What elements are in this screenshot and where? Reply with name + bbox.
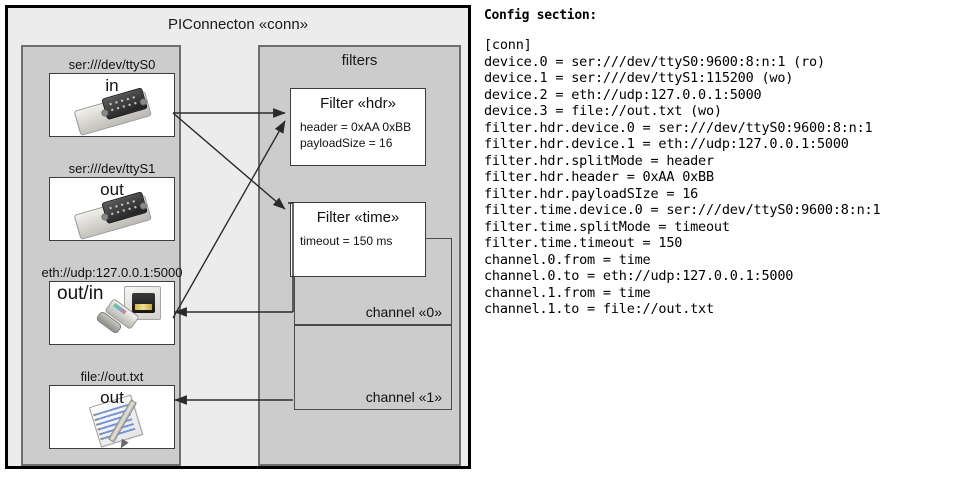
config-line: channel.1.to = file://out.txt <box>484 301 714 317</box>
device-group-file: file://out.txt out <box>49 368 175 449</box>
config-lines: [conn]device.0 = ser:///dev/ttyS0:9600:8… <box>484 37 958 318</box>
filter-attr: timeout = 150 ms <box>300 234 393 248</box>
device-caption: file://out.txt <box>80 369 144 384</box>
filter-box-time[interactable]: Filter «time» timeout = 150 ms <box>290 202 426 277</box>
config-line: [conn] <box>484 37 532 53</box>
device-box-ttys1[interactable]: out <box>49 177 175 241</box>
filters-panel: filters channel «0» channel «1» Filter «… <box>258 45 461 466</box>
config-section: Config section: [conn]device.0 = ser:///… <box>482 8 958 478</box>
diagram-title: PIConnecton «conn» <box>167 16 309 33</box>
config-line: device.1 = ser:///dev/ttyS1:115200 (wo) <box>484 70 794 86</box>
channel-label: channel «1» <box>365 389 442 405</box>
config-line: filter.hdr.payloadSIze = 16 <box>484 185 699 202</box>
config-line: filter.time.splitMode = timeout <box>484 218 730 235</box>
device-group-eth: eth://udp:127.0.0.1:5000 out/in <box>31 264 193 345</box>
device-box-eth[interactable]: out/in <box>49 281 175 345</box>
device-caption: ser:///dev/ttyS0 <box>68 57 156 72</box>
config-heading: Config section: <box>484 8 597 23</box>
filter-attributes: timeout = 150 ms <box>291 227 425 255</box>
device-box-file[interactable]: out <box>49 385 175 449</box>
ethernet-jack-icon <box>95 286 164 342</box>
config-line: filter.hdr.device.1 = eth://udp:127.0.0.… <box>484 136 849 152</box>
filter-attr: header = 0xAA 0xBB <box>300 120 412 134</box>
filter-attributes: header = 0xAA 0xBB payloadSize = 16 <box>291 113 425 157</box>
filter-title: Filter «hdr» <box>320 95 396 112</box>
config-line: channel.1.from = time <box>484 284 651 301</box>
config-line: device.3 = file://out.txt (wo) <box>484 103 722 119</box>
channel-box-1[interactable]: channel «1» <box>294 325 452 410</box>
device-direction-label: out <box>100 180 124 199</box>
config-line: channel.0.from = time <box>484 251 651 268</box>
device-direction-label: out/in <box>57 283 104 304</box>
config-line: device.2 = eth://udp:127.0.0.1:5000 <box>484 86 762 103</box>
config-line: filter.time.device.0 = ser:///dev/ttyS0:… <box>484 202 881 218</box>
config-line: filter.hdr.device.0 = ser:///dev/ttyS0:9… <box>484 119 873 136</box>
device-direction-label: out <box>100 388 124 407</box>
config-line: channel.0.to = eth://udp:127.0.0.1:5000 <box>484 268 794 284</box>
filter-attr: payloadSize = 16 <box>300 136 393 150</box>
device-group-ttys0: ser:///dev/ttyS0 in <box>49 56 175 137</box>
filter-box-hdr[interactable]: Filter «hdr» header = 0xAA 0xBB payloadS… <box>290 88 426 166</box>
config-line: device.0 = ser:///dev/ttyS0:9600:8:n:1 (… <box>484 53 825 70</box>
config-line: filter.hdr.header = 0xAA 0xBB <box>484 169 714 185</box>
device-direction-label: in <box>105 76 119 95</box>
connector-diagram: PIConnecton «conn» ser:///dev/ttyS0 in s… <box>5 5 471 469</box>
device-caption: eth://udp:127.0.0.1:5000 <box>41 265 183 280</box>
device-group-ttys1: ser:///dev/ttyS1 out <box>49 160 175 241</box>
filter-title: Filter «time» <box>316 209 400 226</box>
config-line: filter.hdr.splitMode = header <box>484 152 714 169</box>
devices-panel: ser:///dev/ttyS0 in ser:///dev/ttyS1 out <box>21 45 182 466</box>
device-caption: ser:///dev/ttyS1 <box>68 161 156 176</box>
filters-panel-title: filters <box>341 52 378 69</box>
config-line: filter.time.timeout = 150 <box>484 235 683 251</box>
channel-label: channel «0» <box>365 304 442 320</box>
device-box-ttys0[interactable]: in <box>49 73 175 137</box>
